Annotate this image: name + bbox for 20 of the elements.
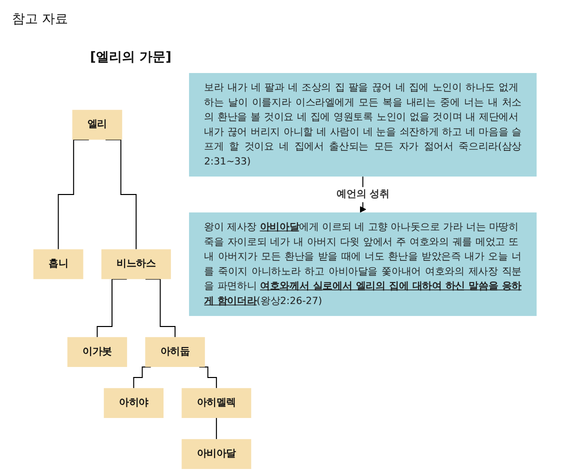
node-box: 아히둡 <box>145 337 205 367</box>
node-box: 아히멜렉 <box>182 388 252 418</box>
edge-label: 예언의 성취 <box>336 188 390 200</box>
node-box: 이가봇 <box>67 337 128 367</box>
node-box: 엘리 <box>72 110 122 140</box>
connector <box>144 278 176 338</box>
node-box: 보라 내가 네 팔과 네 조상의 집 팔을 끊어 네 집에 노인이 하나도 없게 하는 날이 이를지라 이스라엘에게 모든 복을 내리는 중에 너는 내 처소의 환난을 볼 것이요 네 집에 영원토록 노인이 없을 것이며 내 제단에서 내가 끊어 버리지 아니할 네 사람이 네 눈을 쇠잔하게 하고 네 마음을 슬프게 할 것이요 네 집에서 출산되는 모든 자가 젊어서 죽으리라(삼상2:31~33) <box>189 73 537 177</box>
node-box: 아비아달 <box>182 439 252 469</box>
connector <box>198 366 217 389</box>
connector <box>58 139 90 250</box>
node-box: 비느하스 <box>101 249 171 280</box>
connector <box>216 417 217 440</box>
connector <box>105 139 137 250</box>
title: 참고 자료 <box>12 11 68 28</box>
node-box: 홉니 <box>33 249 84 280</box>
node-box: 아히야 <box>104 388 164 418</box>
node-box: 왕이 제사장 아비아달에게 이르되 네 고향 아나돗으로 가라 너는 마땅히 죽을 자이로되 네가 내 아버지 다윗 앞에서 주 여호와의 궤를 메었고 또 내 아버지가 모든 환난을 받을 때에 너도 환난을 받았은즉 내가 오늘 너를 죽이지 아니하노라 하고 아비아달을 쫓아내어 여호와의 제사장 직분을 파면하니 여호와께서 실로에서 엘리의 집에 대하여 하신 말씀을 응하게 함이더라(왕상2:26-27) <box>189 212 537 316</box>
heading-label: [엘리의 가문] <box>90 49 172 66</box>
connector <box>133 366 152 389</box>
connector <box>96 278 128 338</box>
